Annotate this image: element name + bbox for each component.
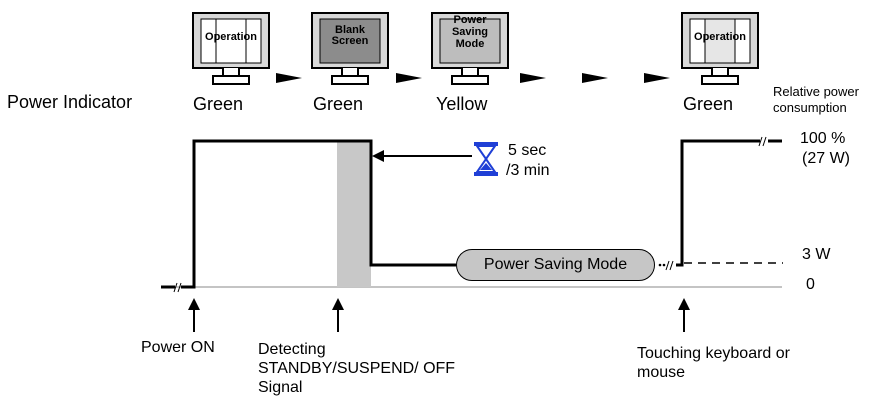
power-saving-mode-pill: Power Saving Mode: [456, 249, 655, 281]
arrow-right-icon: [520, 73, 546, 83]
event-power-on-label: Power ON: [141, 339, 215, 356]
break-marks: [173, 136, 767, 293]
level-full-label: 100 %: [800, 130, 846, 147]
up-arrow-icon: [678, 298, 690, 310]
detection-period-bar: [337, 141, 371, 287]
timer-line1: 5 sec: [508, 142, 547, 159]
up-arrow-icon: [188, 298, 200, 310]
indicator-color-label: Green: [313, 94, 364, 114]
power-indicator-label: Power Indicator: [7, 92, 133, 112]
dotted-lead: [658, 263, 666, 267]
event-detecting-label: Detecting STANDBY/SUSPEND/ OFF Signal: [258, 341, 456, 396]
timer-arrow-head-icon: [372, 150, 384, 162]
monitor-screen-text: Operation: [205, 31, 257, 43]
monitor-operation-resumed-icon: [681, 12, 759, 85]
arrow-right-icon: [276, 73, 302, 83]
relative-power-label: Relative power consumption: [773, 84, 859, 115]
power-waveform: [161, 139, 782, 289]
indicator-color-label: Yellow: [436, 94, 488, 114]
power-saving-mode-label: Power Saving Mode: [483, 256, 628, 273]
up-arrow-icon: [332, 298, 344, 310]
event-arrows: [188, 298, 690, 332]
sequence-arrows: [276, 73, 670, 83]
monitor-screen-text: Blank Screen: [331, 24, 369, 47]
indicator-color-label: Green: [193, 94, 244, 114]
level-saving-label: 3 W: [802, 246, 831, 263]
monitor-blank-screen-icon: [311, 12, 389, 85]
monitor-power-saving-icon: [431, 12, 509, 85]
indicator-color-label: Green: [683, 94, 734, 114]
arrow-right-icon: [396, 73, 422, 83]
monitor-screen-text: Operation: [694, 31, 746, 43]
arrow-right-icon: [644, 73, 670, 83]
arrow-right-icon: [582, 73, 608, 83]
hourglass-icon: [474, 142, 498, 176]
level-full-watts-label: (27 W): [802, 150, 850, 167]
monitor-operation-icon: [192, 12, 270, 85]
monitor-screen-text: Power Saving Mode: [451, 14, 489, 50]
timer-line2: /3 min: [506, 162, 550, 179]
level-zero-label: 0: [806, 276, 815, 293]
event-touching-label: Touching keyboard or mouse: [637, 345, 790, 381]
